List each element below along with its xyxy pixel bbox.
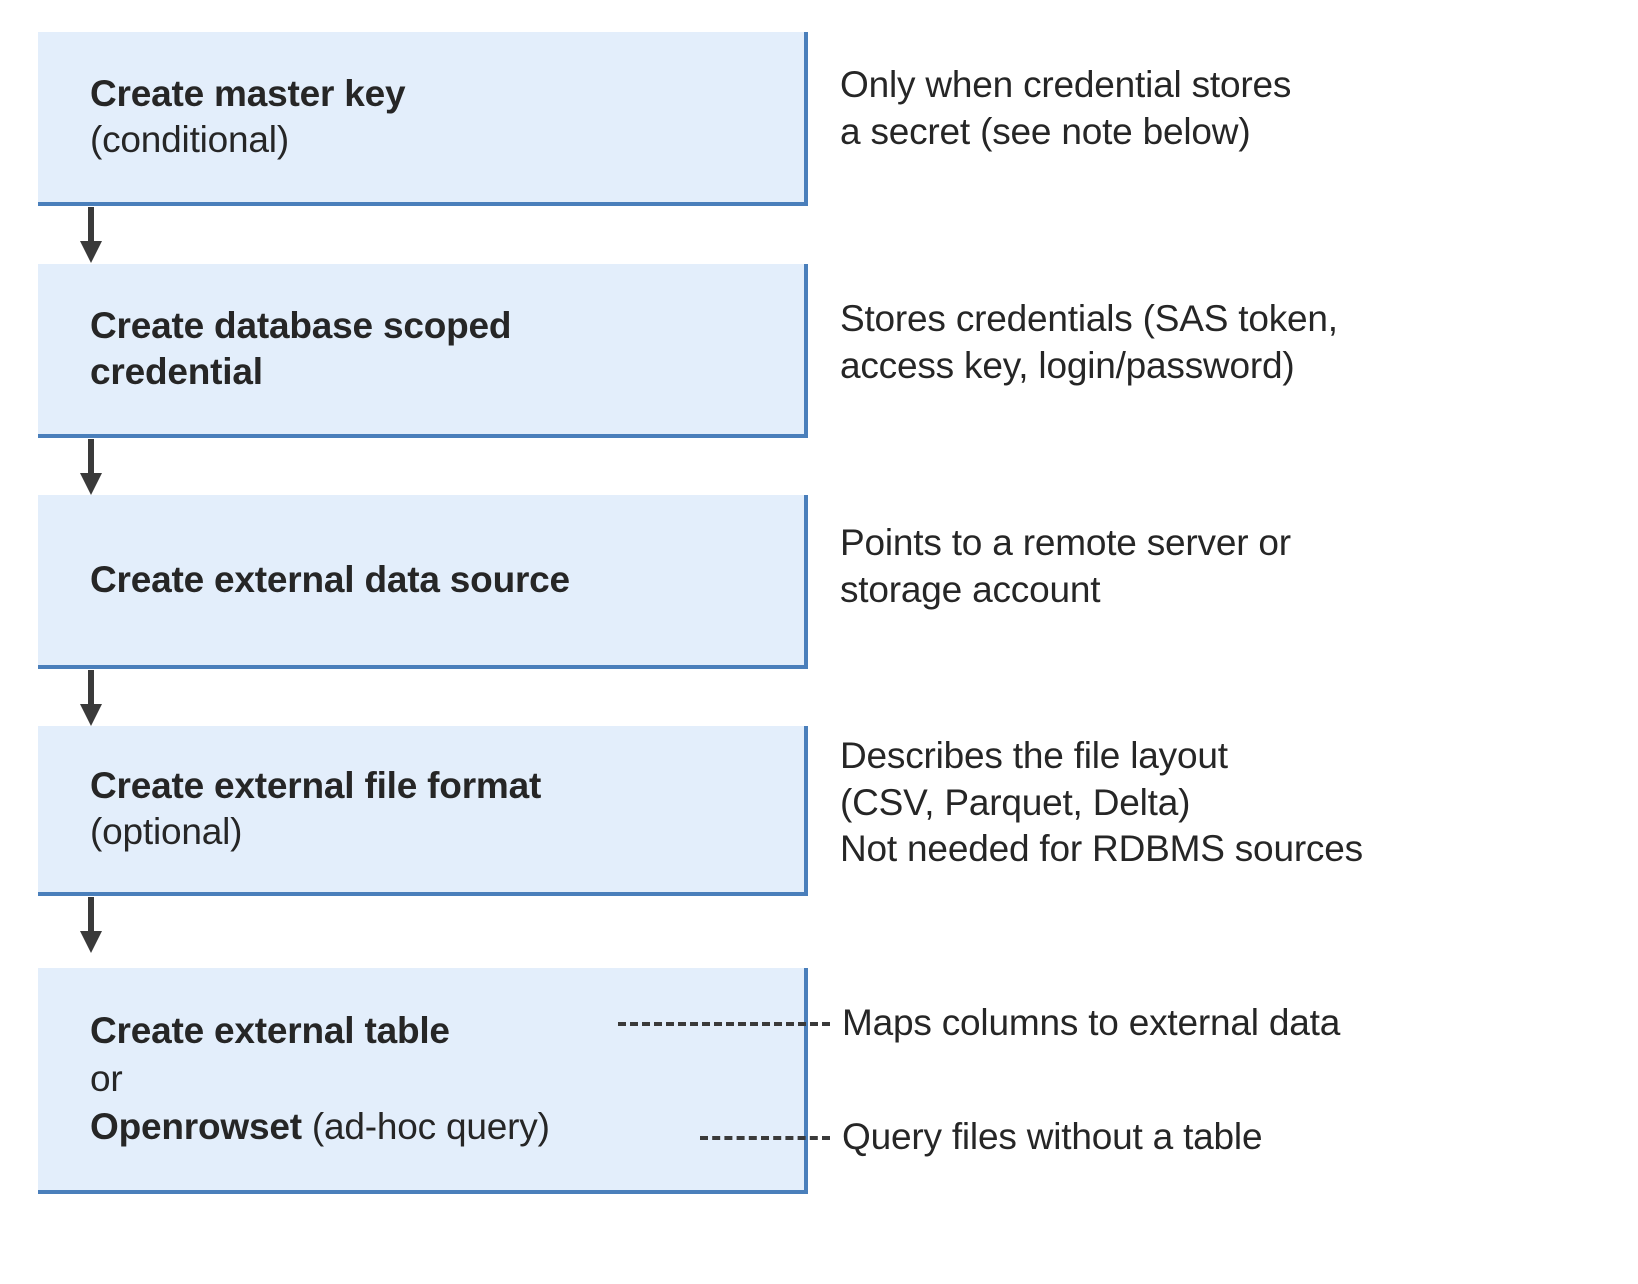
step-box-create-external-data-source[interactable]: Create external data source (38, 495, 808, 669)
step-4-title: Create external file format (90, 765, 542, 807)
step-4-subtitle: (optional) (90, 811, 243, 852)
step-box-create-master-key[interactable]: Create master key (conditional) (38, 32, 808, 206)
step-1-title: Create master key (90, 73, 406, 115)
note-create-master-key: Only when credential stores a secret (se… (840, 64, 1292, 152)
note-create-external-file-format: Describes the file layout (CSV, Parquet,… (840, 735, 1363, 870)
note-create-external-table: Maps columns to external data (842, 1002, 1341, 1043)
step-5-option-b-title: Openrowset (90, 1106, 302, 1148)
dashed-leader-openrowset (700, 1136, 830, 1140)
step-3-text: Create external data source (38, 557, 804, 603)
step-2-text: Create database scoped credential (38, 303, 804, 395)
step-3-title: Create external data source (90, 559, 570, 601)
step-box-create-database-scoped-credential[interactable]: Create database scoped credential (38, 264, 808, 438)
arrow-step4-to-step5 (80, 897, 102, 953)
step-5-text: Create external table or Openrowset (ad-… (38, 1007, 804, 1151)
step-5-separator: or (90, 1057, 123, 1099)
step-box-create-external-table-or-openrowset[interactable]: Create external table or Openrowset (ad-… (38, 968, 808, 1194)
note-openrowset: Query files without a table (842, 1116, 1263, 1157)
dashed-leader-external-table (618, 1022, 830, 1026)
step-1-text: Create master key (conditional) (38, 71, 804, 163)
arrow-step2-to-step3 (80, 439, 102, 495)
note-create-database-scoped-credential: Stores credentials (SAS token, access ke… (840, 298, 1338, 386)
step-1-subtitle: (conditional) (90, 119, 289, 160)
step-2-title: Create database scoped credential (90, 305, 512, 392)
note-create-external-data-source: Points to a remote server or storage acc… (840, 522, 1291, 610)
step-5-option-a-title: Create external table (90, 1009, 450, 1051)
step-box-create-external-file-format[interactable]: Create external file format (optional) (38, 726, 808, 896)
step-5-option-b-suffix: (ad-hoc query) (301, 1106, 550, 1148)
step-5-option-b: Openrowset (ad-hoc query) (90, 1103, 790, 1151)
arrow-step3-to-step4 (80, 670, 102, 726)
step-4-text: Create external file format (optional) (38, 763, 804, 855)
arrow-step1-to-step2 (80, 207, 102, 263)
